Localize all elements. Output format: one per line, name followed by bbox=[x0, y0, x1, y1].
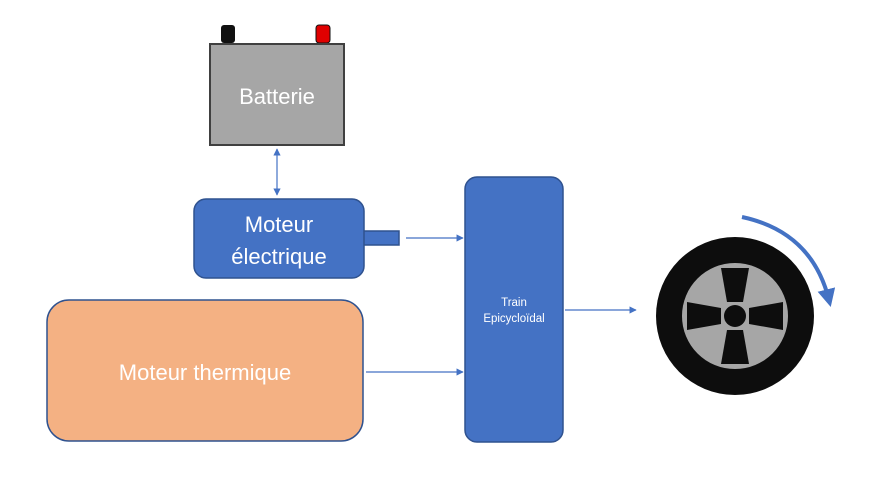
wheel-icon bbox=[656, 237, 814, 395]
battery: Batterie bbox=[209, 24, 345, 146]
spoke-right bbox=[749, 302, 783, 330]
rotation-arrow-icon bbox=[741, 215, 836, 307]
thermal-engine-body bbox=[46, 299, 364, 442]
planetary-gear-label-line2: Epicycloïdal bbox=[483, 313, 544, 325]
planetary-gear: Train Epicycloïdal bbox=[464, 176, 564, 443]
battery-body bbox=[209, 43, 345, 146]
spoke-bottom bbox=[721, 330, 749, 364]
planetary-gear-label-line1: Train bbox=[501, 297, 527, 309]
thermal-engine: Moteur thermique bbox=[46, 299, 364, 442]
spoke-top bbox=[721, 268, 749, 302]
electric-motor: Moteur électrique bbox=[193, 198, 400, 279]
planetary-gear-body bbox=[464, 176, 564, 443]
battery-terminal-positive bbox=[315, 24, 331, 44]
hub-center bbox=[724, 305, 746, 327]
spoke-left bbox=[687, 302, 721, 330]
battery-label: Batterie bbox=[239, 84, 315, 109]
electric-motor-body bbox=[193, 198, 365, 279]
electric-motor-label-line2: électrique bbox=[231, 244, 326, 269]
thermal-engine-label: Moteur thermique bbox=[119, 360, 291, 385]
electric-motor-shaft bbox=[361, 230, 400, 246]
battery-terminal-negative bbox=[221, 25, 235, 43]
electric-motor-label-line1: Moteur bbox=[245, 212, 313, 237]
